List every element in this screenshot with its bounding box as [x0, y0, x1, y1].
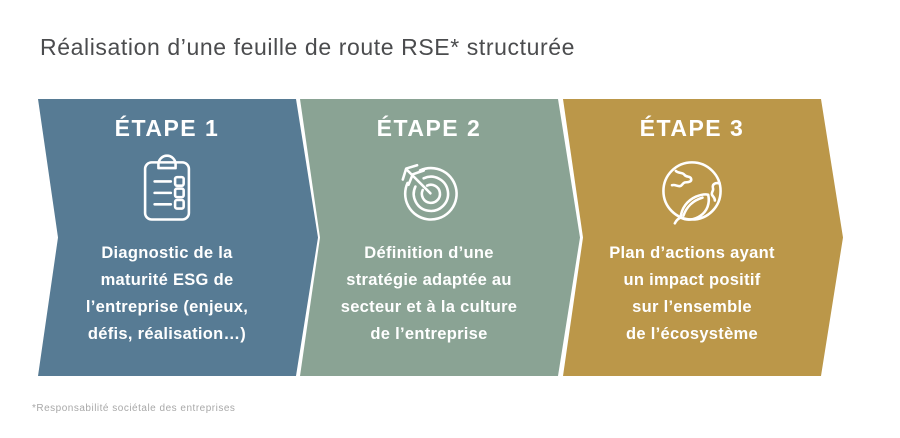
globe-leaf-icon: [652, 150, 732, 230]
step-2-content: ÉTAPE 2 Définition d’une stratégie adapt…: [300, 99, 558, 348]
step-3-label: ÉTAPE 3: [639, 115, 745, 141]
step-2-label: ÉTAPE 2: [376, 115, 482, 141]
step-1-label: ÉTAPE 1: [114, 115, 220, 141]
step-2-chevron: ÉTAPE 2 Définition d’une stratégie adapt…: [300, 99, 580, 376]
page-title: Réalisation d’une feuille de route RSE* …: [40, 34, 576, 60]
footnote: *Responsabilité sociétale des entreprise…: [32, 403, 236, 414]
target-arrow-icon: [389, 150, 469, 230]
step-2-description: Définition d’une stratégie adaptée au se…: [340, 244, 518, 343]
step-1-description: Diagnostic de la maturité ESG de l’entre…: [85, 244, 249, 343]
step-3-content: ÉTAPE 3 Plan d’actions ayant un impact p…: [563, 99, 821, 348]
step-1-chevron: ÉTAPE 1 Diagnostic de la maturité ESG de…: [38, 99, 318, 376]
step-1-content: ÉTAPE 1 Diagnostic de la maturité ESG de…: [38, 99, 296, 348]
step-3-chevron: ÉTAPE 3 Plan d’actions ayant un impact p…: [563, 99, 843, 376]
clipboard-checklist-icon: [127, 150, 207, 230]
step-3-description: Plan d’actions ayant un impact positif s…: [609, 244, 775, 343]
